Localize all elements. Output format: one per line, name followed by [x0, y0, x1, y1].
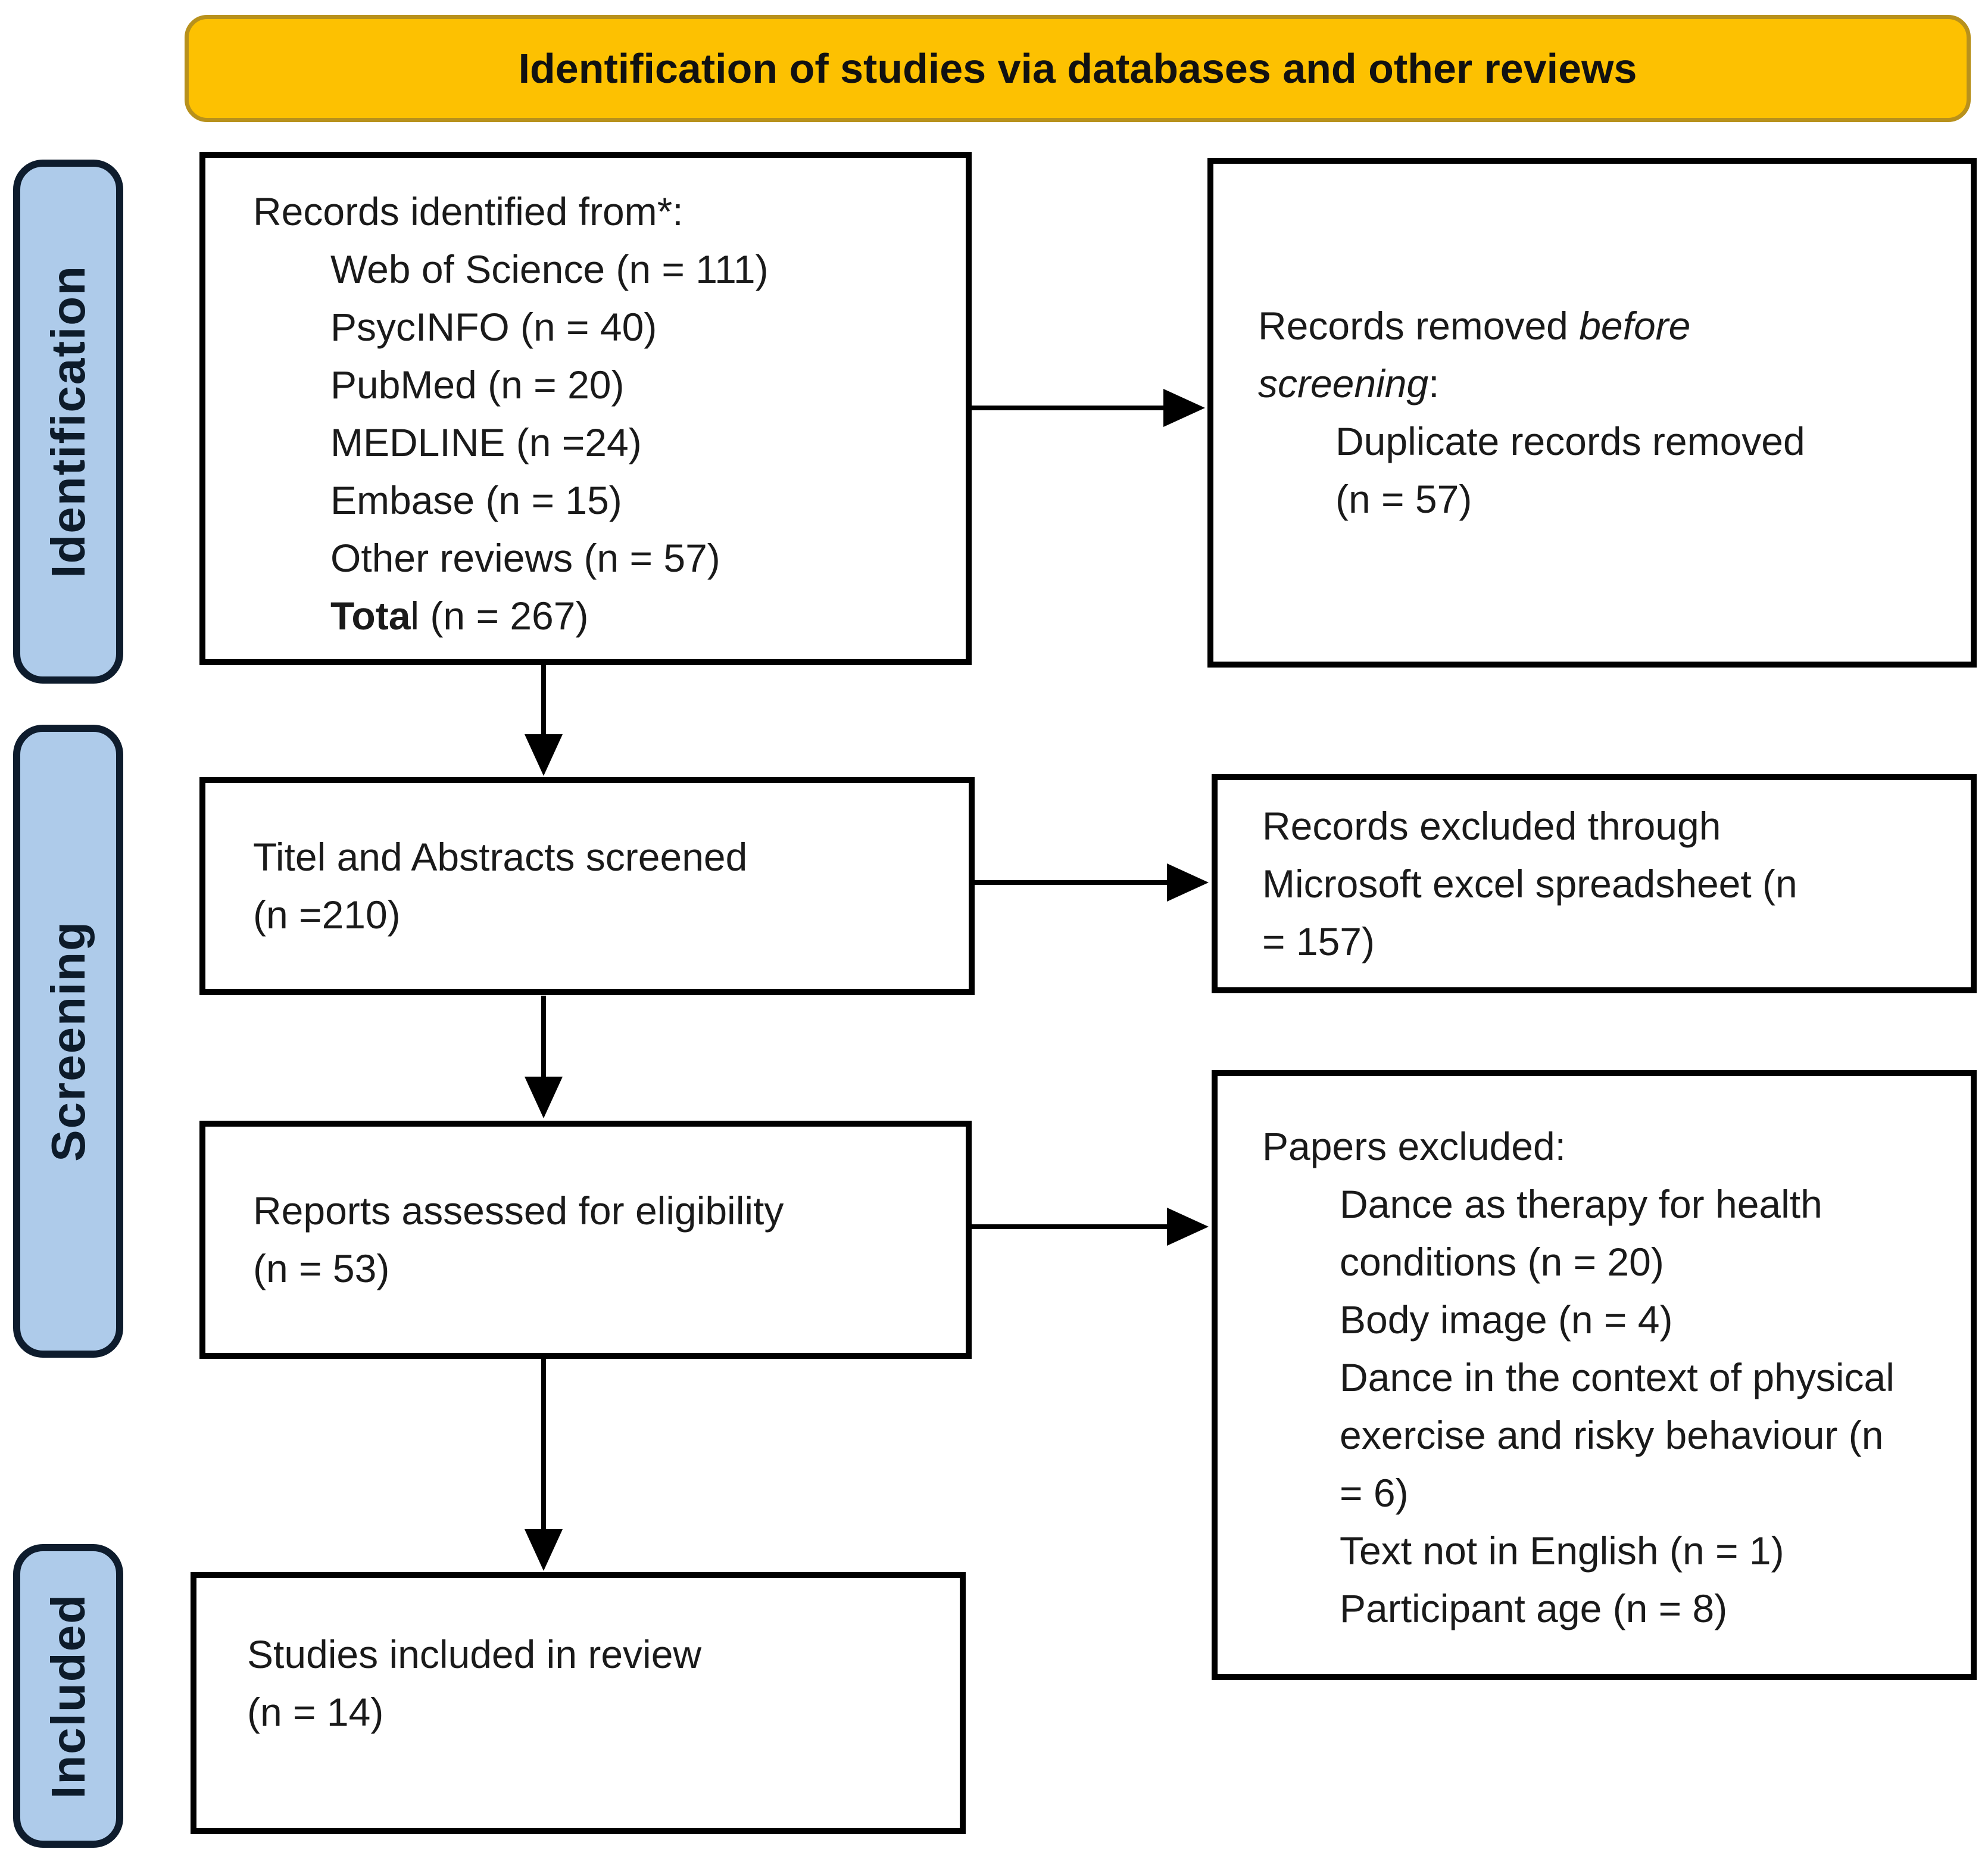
arrow-assessed-to-included-head [525, 1529, 563, 1571]
excluded-item-body-image: Body image (n = 4) [1340, 1298, 1673, 1342]
arrow-assessed-to-papers-excluded-head [1167, 1208, 1209, 1246]
title-banner-text: Identification of studies via databases … [518, 45, 1637, 92]
excluded-item-participant-age: Participant age (n = 8) [1340, 1586, 1728, 1630]
database-item-embase: Embase (n = 15) [330, 478, 622, 522]
included-count: (n = 14) [247, 1690, 384, 1734]
total-regular-part: l (n = 267) [410, 594, 589, 638]
arrow-assessed-to-papers-excluded-line [968, 1224, 1167, 1229]
records-removed-colon: : [1428, 361, 1440, 406]
included-line1: Studies included in review [247, 1632, 702, 1676]
database-total-line: Total (n = 267) [330, 587, 948, 645]
duplicate-records-item: Duplicate records removed (n = 57) [1335, 419, 1805, 521]
excluded-item-dance-context: Dance in the context of physical exercis… [1340, 1355, 1895, 1515]
arrow-identified-to-screened-head [525, 734, 563, 776]
box-studies-included: Studies included in review (n = 14) [191, 1572, 966, 1834]
stage-label-included: Included [13, 1544, 123, 1848]
records-removed-heading: Records removed before screening: [1258, 297, 1842, 413]
database-item-other-reviews: Other reviews (n = 57) [330, 536, 720, 580]
total-bold-part: Tota [330, 594, 411, 638]
arrow-assessed-to-included-line [541, 1359, 546, 1530]
stage-label-screening: Screening [13, 725, 123, 1358]
papers-excluded-heading: Papers excluded: [1262, 1124, 1566, 1168]
excluded-item-dance-therapy: Dance as therapy for health conditions (… [1340, 1182, 1822, 1284]
arrow-screened-to-excluded-line [975, 880, 1167, 885]
arrow-screened-to-assessed-head [525, 1077, 563, 1118]
arrow-identified-to-removed-line [972, 406, 1163, 410]
assessed-line1: Reports assessed for eligibility [253, 1189, 784, 1233]
box-records-identified: Records identified from*: Web of Science… [199, 152, 972, 665]
database-item-psycinfo: PsycINFO (n = 40) [330, 305, 657, 349]
box-records-removed: Records removed before screening: Duplic… [1207, 158, 1977, 668]
box-reports-assessed: Reports assessed for eligibility (n = 53… [199, 1121, 972, 1359]
box-records-excluded: Records excluded through Microsoft excel… [1212, 774, 1977, 993]
stage-label-included-text: Included [41, 1593, 95, 1799]
database-item-medline: MEDLINE (n =24) [330, 420, 642, 464]
records-removed-italic: before screening [1258, 304, 1691, 406]
arrow-screened-to-excluded-head [1167, 863, 1209, 902]
database-item-web-of-science: Web of Science (n = 111) [330, 247, 769, 291]
database-item-pubmed: PubMed (n = 20) [330, 363, 625, 407]
assessed-count: (n = 53) [253, 1246, 390, 1290]
records-identified-heading: Records identified from*: [253, 189, 684, 233]
title-banner: Identification of studies via databases … [185, 15, 1971, 122]
arrow-identified-to-screened-line [541, 665, 546, 735]
screened-count: (n =210) [253, 893, 401, 937]
screened-line1: Titel and Abstracts screened [253, 835, 748, 879]
records-removed-lead: Records removed [1258, 304, 1580, 348]
excluded-item-not-english: Text not in English (n = 1) [1340, 1529, 1784, 1573]
box-titles-abstracts-screened: Titel and Abstracts screened (n =210) [199, 777, 975, 995]
records-excluded-text: Records excluded through Microsoft excel… [1262, 803, 1797, 963]
stage-label-identification: Identification [13, 160, 123, 684]
box-papers-excluded: Papers excluded: Dance as therapy for he… [1212, 1070, 1977, 1680]
arrow-screened-to-assessed-line [541, 996, 546, 1078]
arrow-identified-to-removed-head [1163, 389, 1205, 427]
stage-label-identification-text: Identification [41, 265, 95, 578]
stage-label-screening-text: Screening [41, 921, 95, 1162]
